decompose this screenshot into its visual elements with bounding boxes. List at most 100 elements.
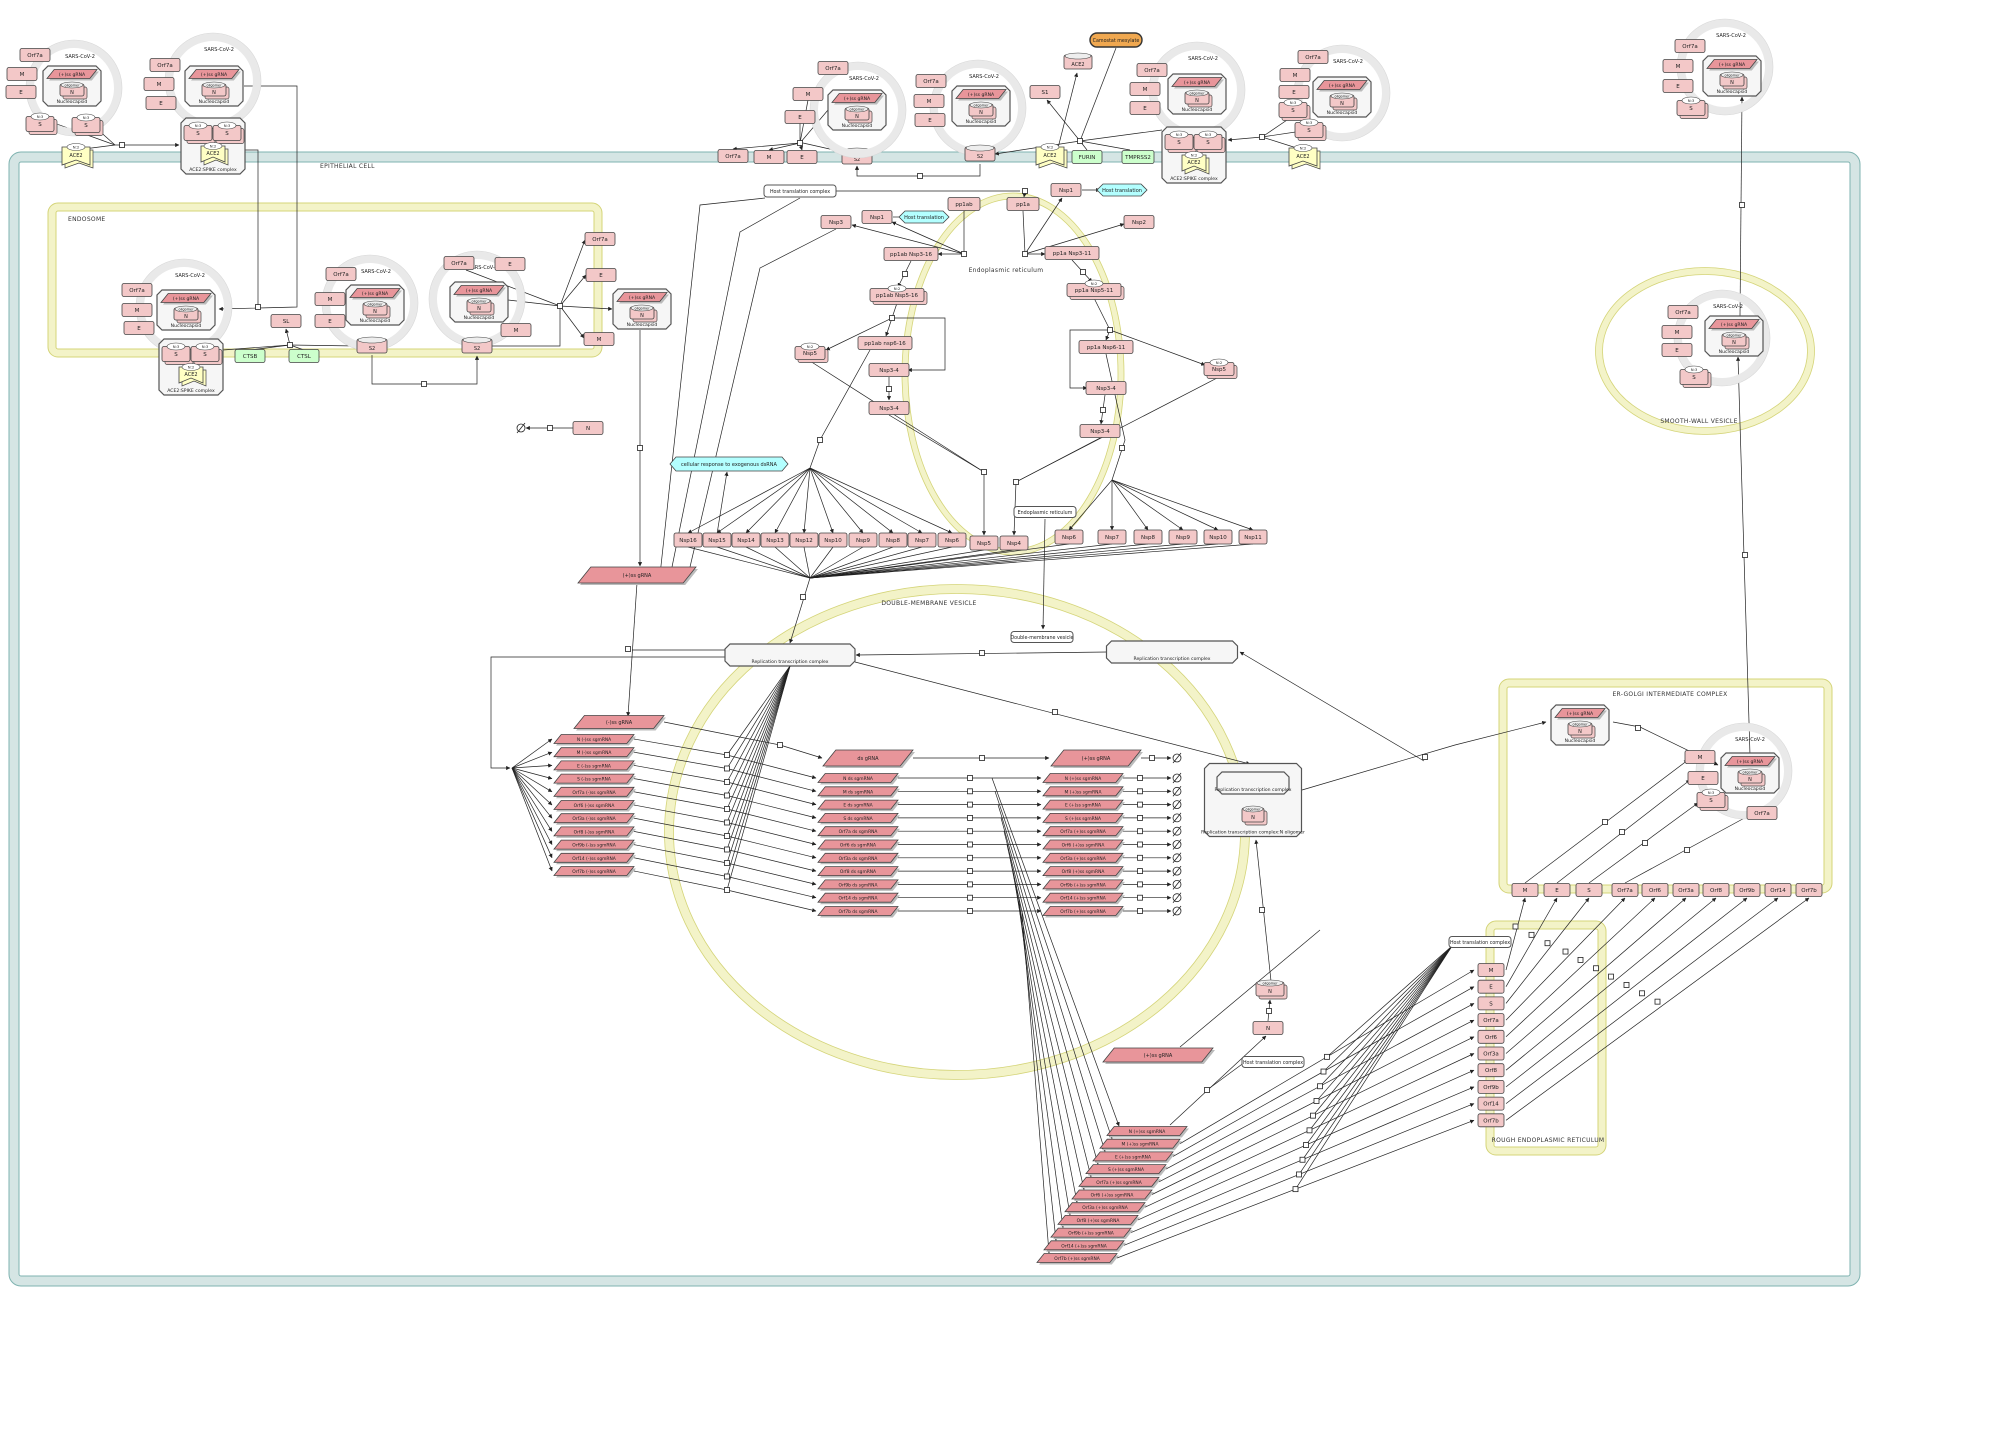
nsp-right-3[interactable]: Nsp9 — [1168, 529, 1198, 545]
ds-sgmRNA-5[interactable]: Orf6 ds sgmRNA — [817, 839, 900, 851]
nsp-right-1[interactable]: Nsp7 — [1097, 529, 1127, 545]
nucleocapsid-4-grna[interactable]: (+)ss gRNA — [349, 288, 402, 300]
rough-er-protein-6[interactable]: Orf8 — [1477, 1063, 1505, 1078]
ds-sgmRNA-7[interactable]: Orf8 ds sgmRNA — [817, 866, 900, 878]
ergic-protein-7[interactable]: Orf9b — [1733, 883, 1761, 897]
virion-3-e[interactable]: E — [123, 321, 155, 335]
ergic-protein-1[interactable]: E — [1543, 883, 1571, 897]
virion-12-m[interactable]: M — [1684, 750, 1716, 764]
furin[interactable]: FURIN — [1071, 150, 1103, 164]
nsp-left-0[interactable]: Nsp16 — [673, 532, 703, 548]
rough-er-protein-5[interactable]: Orf3a — [1477, 1046, 1505, 1061]
plus-sgmRNA-cytosol-1[interactable]: M (+)ss sgmRNA — [1099, 1138, 1182, 1151]
ergic-protein-2[interactable]: S — [1575, 883, 1603, 897]
nsp1-b[interactable]: Nsp1 — [861, 210, 893, 224]
replication-transcription-complex-1[interactable]: Replication transcription complex — [724, 643, 856, 667]
virion-11-m[interactable]: M — [1661, 325, 1693, 339]
plus-gRNA-dmv[interactable]: (+)ss gRNA — [1050, 749, 1143, 768]
plus-sgmRNA-cytosol-7[interactable]: Orf8 (+)ss sgmRNA — [1057, 1215, 1140, 1227]
minus-sgmRNA-10[interactable]: Orf7b (-)ss sgmRNA — [553, 866, 636, 878]
virion-1-orf7a[interactable]: Orf7a — [19, 48, 51, 62]
ctsl[interactable]: CTSL — [288, 349, 320, 363]
plus-sgmRNA-8[interactable]: Orf9b (+)ss sgmRNA — [1042, 879, 1125, 891]
released-orf7a[interactable]: Orf7a — [584, 232, 616, 246]
spike-9a[interactable]: SN:3 — [1278, 98, 1311, 121]
s1[interactable]: S1 — [1029, 85, 1061, 99]
virion-5-e[interactable]: E — [494, 257, 526, 271]
sl[interactable]: SL — [270, 314, 302, 328]
ergic-protein-8[interactable]: Orf14 — [1764, 883, 1792, 897]
rough-er-protein-4[interactable]: Orf6 — [1477, 1029, 1505, 1044]
plus-sgmRNA-10[interactable]: Orf7b (+)ss sgmRNA — [1042, 906, 1125, 918]
virion-2-orf7a[interactable]: Orf7a — [149, 58, 181, 72]
nsp-left-8[interactable]: Nsp7 — [907, 532, 937, 548]
membrane-e[interactable]: E — [786, 150, 818, 164]
ergic-protein-4[interactable]: Orf6 — [1641, 883, 1669, 897]
virion-6-orf7a[interactable]: Orf7a — [817, 61, 849, 75]
ds-sgmRNA-2[interactable]: E ds sgmRNA — [817, 799, 900, 812]
rough-er-protein-9[interactable]: Orf7b — [1477, 1113, 1505, 1128]
nsp-right-0[interactable]: Nsp6 — [1054, 529, 1084, 545]
nucleocapsid-1-grna[interactable]: (+)ss gRNA — [46, 69, 99, 81]
ergic-protein-3[interactable]: Orf7a — [1611, 883, 1639, 897]
nsp3-4-b[interactable]: Nsp3-4 — [868, 401, 910, 415]
virion-4-m[interactable]: M — [314, 292, 346, 306]
minus-sgmRNA-2[interactable]: E (-)ss sgmRNA — [553, 760, 636, 772]
plus-gRNA-cytosol[interactable]: (+)ss gRNA — [577, 566, 698, 585]
spike-10[interactable]: SN:3 — [1676, 96, 1709, 119]
nsp-left-3[interactable]: Nsp13 — [760, 532, 790, 548]
spike-1b[interactable]: SN:3 — [71, 113, 104, 136]
spike-9b[interactable]: SN:3 — [1294, 118, 1327, 141]
plus-gRNA-lower[interactable]: (+)ss gRNA — [1102, 1047, 1215, 1064]
nsp-right-4[interactable]: Nsp10 — [1203, 529, 1233, 545]
virion-10-orf7a[interactable]: Orf7a — [1674, 39, 1706, 53]
virion-9-orf7a[interactable]: Orf7a — [1297, 50, 1329, 64]
membrane-orf7a[interactable]: Orf7a — [717, 149, 749, 163]
virion-6-e[interactable]: E — [784, 110, 816, 124]
minus-sgmRNA-7[interactable]: Orf8 (-)ss sgmRNA — [553, 826, 636, 838]
nsp3[interactable]: Nsp3 — [820, 215, 852, 229]
pp1a[interactable]: pp1a — [1006, 197, 1040, 211]
virion-10-m[interactable]: M — [1662, 59, 1694, 73]
n-protein-cytosol[interactable]: N — [572, 421, 604, 435]
minus-sgmRNA-5[interactable]: Orf6 (-)ss sgmRNA — [553, 800, 636, 812]
nucleocapsid-2-grna[interactable]: (+)ss gRNA — [188, 69, 241, 81]
nsp3-4-d[interactable]: Nsp3-4 — [1079, 424, 1121, 438]
virion-2-m[interactable]: M — [143, 77, 175, 91]
minus-sgmRNA-8[interactable]: Orf9b (-)ss sgmRNA — [553, 839, 636, 852]
plus-sgmRNA-cytosol-2[interactable]: E (+)ss sgmRNA — [1092, 1151, 1175, 1163]
nucleocapsid-11-grna[interactable]: (+)ss gRNA — [1708, 319, 1761, 331]
virion-12-e[interactable]: E — [1687, 771, 1719, 785]
ace2-spike-complex-3-s2[interactable]: SN:3 — [1193, 130, 1226, 153]
pp1a-nsp5-11[interactable]: pp1a Nsp5-11N:2 — [1066, 279, 1125, 300]
virion-8-m[interactable]: M — [1129, 82, 1161, 96]
ds-sgmRNA-6[interactable]: Orf3a ds sgmRNA — [817, 852, 900, 865]
host-translation-complex-3[interactable]: Host translation complex — [1448, 936, 1512, 948]
released-e[interactable]: E — [585, 268, 617, 282]
rough-er-protein-8[interactable]: Orf14 — [1477, 1096, 1505, 1111]
nsp3-4-c[interactable]: Nsp3-4 — [1085, 381, 1127, 395]
nsp-left-5[interactable]: Nsp10 — [818, 532, 848, 548]
rough-er-protein-2[interactable]: S — [1477, 996, 1505, 1011]
nucleocapsid-8-grna[interactable]: (+)ss gRNA — [1171, 77, 1224, 89]
plus-sgmRNA-3[interactable]: S (+)ss sgmRNA — [1042, 813, 1125, 825]
nsp-mid-1[interactable]: Nsp4 — [999, 535, 1029, 551]
virion-4-e[interactable]: E — [314, 314, 346, 328]
plus-sgmRNA-5[interactable]: Orf6 (+)ss sgmRNA — [1042, 839, 1125, 851]
nsp-left-1[interactable]: Nsp15 — [702, 532, 732, 548]
